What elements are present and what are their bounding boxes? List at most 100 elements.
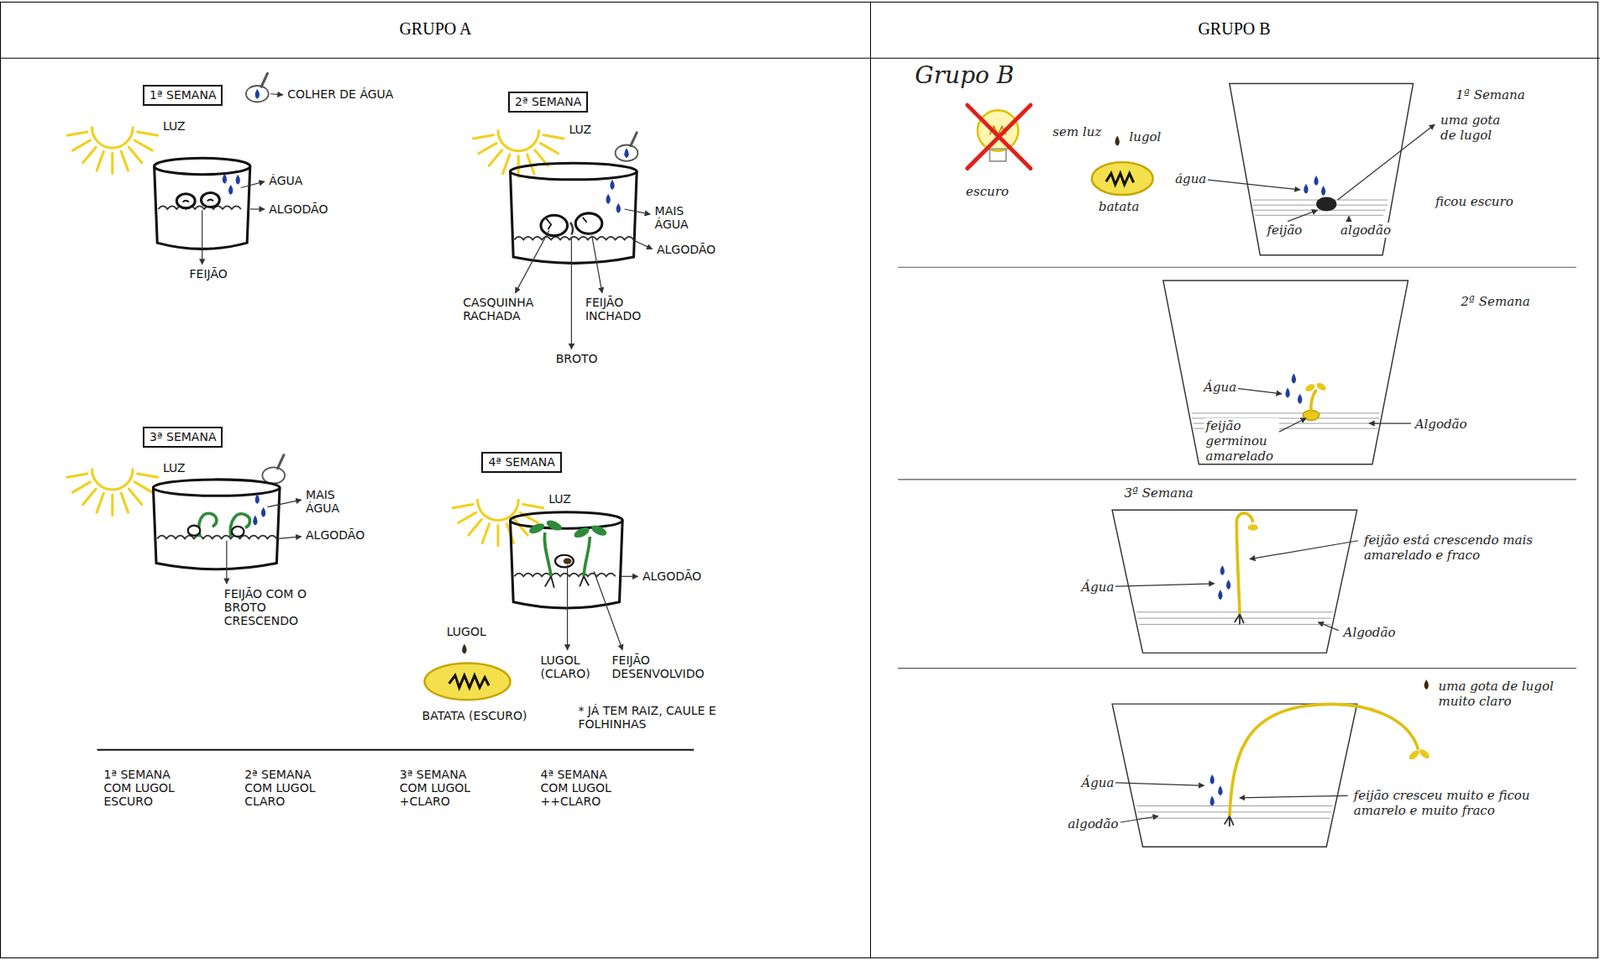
water-label: Água bbox=[1201, 379, 1239, 395]
week-two-cup bbox=[616, 203, 621, 214]
node-title: 3ª SEMANA bbox=[149, 430, 216, 444]
group-title: Grupo B bbox=[912, 61, 1016, 90]
node-title: GRUPO B bbox=[870, 19, 1598, 39]
water-label: ÁGUA bbox=[267, 173, 305, 188]
week-three-cup bbox=[157, 535, 277, 540]
bean-label: feijão germinou amarelado bbox=[1204, 418, 1280, 464]
bean-label: feijão cresceu muito e ficou amarelo e m… bbox=[1352, 787, 1562, 819]
leader-lines bbox=[515, 230, 550, 294]
group-b-panels bbox=[897, 83, 1577, 848]
lugol-label: uma gota de lugol bbox=[1438, 112, 1510, 143]
bean-label: feijão está crescendo mais amarelado e f… bbox=[1362, 532, 1568, 563]
week-four-cup bbox=[527, 521, 546, 536]
week-one-cup bbox=[183, 199, 214, 202]
leader-lines bbox=[225, 540, 227, 584]
week-one-cup bbox=[235, 174, 240, 185]
water-label: Água bbox=[1079, 775, 1116, 791]
lugol-label: LUGOL (CLARO) bbox=[538, 653, 599, 681]
sprout-label: BROTO bbox=[554, 351, 600, 366]
node-title: GRUPO A bbox=[0, 19, 871, 39]
lugol-label: uma gota de lugol muito claro bbox=[1437, 678, 1567, 709]
group-b-panels bbox=[1285, 388, 1290, 399]
week-four-cup bbox=[563, 557, 572, 564]
week-four-cup bbox=[97, 749, 695, 751]
group-b-panels bbox=[1224, 816, 1234, 827]
week-four-cup bbox=[510, 512, 624, 529]
group-b-panels bbox=[1226, 579, 1231, 590]
group-b-panels bbox=[1303, 183, 1308, 195]
group-b-panels bbox=[1316, 196, 1337, 211]
group-b-panels bbox=[1106, 173, 1134, 184]
week-four-cup bbox=[555, 555, 574, 568]
week-four-cup bbox=[461, 643, 467, 654]
leader-lines bbox=[1109, 782, 1205, 787]
light-label: escuro bbox=[964, 183, 1011, 200]
week-two-cup bbox=[575, 213, 603, 234]
leader-lines bbox=[1109, 583, 1215, 588]
light-label: LUZ bbox=[566, 122, 593, 137]
group-b-panels bbox=[1136, 806, 1333, 819]
leader-lines bbox=[1369, 422, 1412, 424]
light-label: LUZ bbox=[161, 461, 188, 475]
cotton-label: algodão bbox=[1066, 816, 1121, 832]
week-four-cup bbox=[545, 518, 564, 533]
week-two-cup bbox=[510, 162, 638, 179]
bean-label: FEIJÃO DESENVOLVIDO bbox=[610, 653, 719, 681]
week-one-cup bbox=[246, 73, 269, 102]
group-b-panels bbox=[977, 110, 1019, 152]
week-four-cup bbox=[514, 573, 615, 578]
group-b-panels bbox=[1217, 785, 1223, 796]
bean-label: FEIJÃO bbox=[188, 267, 230, 281]
week-two-cup bbox=[510, 171, 638, 263]
week-label: 3ª Semana bbox=[1122, 485, 1195, 501]
group-b-panels bbox=[1407, 748, 1422, 761]
spoon-label: COLHER DE ÁGUA bbox=[285, 87, 395, 101]
group-b-panels bbox=[1304, 382, 1317, 393]
week-label: 1ª Semana bbox=[1453, 87, 1527, 103]
group-b-panels bbox=[1229, 83, 1414, 256]
group-b-panels bbox=[1424, 679, 1429, 690]
week-one-cup bbox=[255, 89, 260, 100]
group-b-panels bbox=[1136, 612, 1333, 625]
week-four-cup bbox=[452, 499, 544, 546]
leader-lines bbox=[278, 536, 302, 539]
bean-label: FEIJÃO INCHADO bbox=[583, 295, 655, 323]
week-two-cup bbox=[624, 147, 629, 158]
week-box: 1ª SEMANA bbox=[142, 84, 223, 106]
bean-label: CASQUINHA RACHADA bbox=[461, 295, 549, 323]
week-two-cup bbox=[615, 132, 639, 162]
group-b-panels bbox=[1315, 381, 1328, 392]
group-b-panels bbox=[897, 267, 1577, 668]
note: * JÁ TEM RAIZ, CAULE E FOLHINHAS bbox=[576, 703, 727, 731]
group-b-panels bbox=[1091, 162, 1154, 195]
week-summary: 4ª SEMANA COM LUGOL ++CLARO bbox=[538, 767, 622, 808]
week-two-cup bbox=[472, 130, 564, 177]
week-two-cup bbox=[609, 179, 614, 190]
group-b-panels bbox=[1234, 613, 1244, 625]
leader-lines bbox=[1231, 388, 1282, 394]
week-three-cup bbox=[255, 493, 260, 504]
node-title: 1ª SEMANA bbox=[149, 88, 216, 102]
lugol-label: lugol bbox=[1127, 129, 1163, 145]
light-label: LUZ bbox=[161, 119, 188, 133]
cotton-label: ALGODÃO bbox=[655, 242, 718, 257]
week-two-cup bbox=[540, 215, 568, 236]
group-b-panels bbox=[1291, 373, 1296, 384]
table-rules bbox=[0, 57, 1600, 59]
node-title: 2ª SEMANA bbox=[514, 94, 582, 109]
table-column: GRUPO A 1ª SEMANA 2ª SEMANA 3ª SEMANA 4ª SEM… bbox=[0, 1, 871, 959]
water-label: MAIS ÁGUA bbox=[304, 487, 354, 515]
bean-label: feijão bbox=[1265, 222, 1305, 238]
leader-lines bbox=[620, 576, 639, 578]
week-two-cup bbox=[570, 222, 573, 236]
week-four-cup bbox=[589, 523, 609, 538]
cotton-label: ALGODÃO bbox=[267, 202, 330, 216]
leader-lines bbox=[270, 94, 284, 95]
group-b-panels bbox=[1313, 175, 1318, 186]
cotton-label: ALGODÃO bbox=[304, 528, 367, 542]
week-one-cup bbox=[67, 73, 269, 249]
week-three-cup bbox=[262, 455, 285, 484]
group-b-panels bbox=[1321, 185, 1326, 196]
leader-lines bbox=[1114, 816, 1159, 824]
week-three-cup bbox=[231, 526, 245, 537]
